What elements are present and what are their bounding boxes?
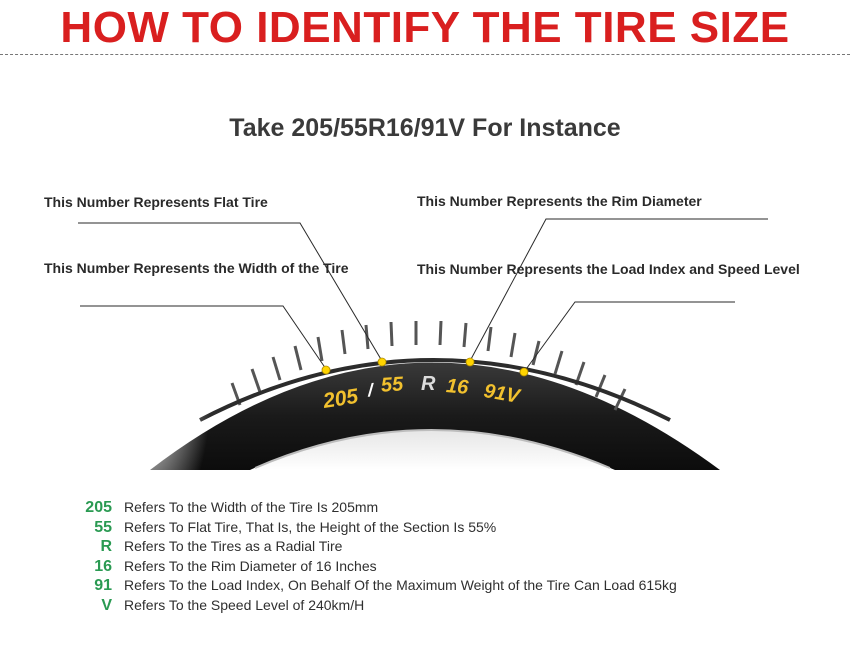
legend-code: 205 — [85, 499, 112, 516]
tire-tread — [230, 320, 627, 411]
callout-rim-diameter: This Number Represents the Rim Diameter — [417, 193, 702, 209]
legend-code: R — [100, 538, 112, 555]
legend-code: V — [101, 596, 112, 614]
legend-text: Refers To the Load Index, On Behalf Of t… — [124, 577, 677, 593]
marking-rim: 16 — [445, 375, 470, 399]
leader-rim — [469, 218, 768, 362]
legend-text: Refers To Flat Tire, That Is, the Height… — [124, 518, 497, 535]
legend-text: Refers To the Speed Level of 240km/H — [124, 596, 365, 613]
marker-width — [321, 365, 331, 375]
page-title: HOW TO IDENTIFY THE TIRE SIZE — [60, 3, 790, 52]
leader-width — [80, 305, 327, 370]
legend-code: 55 — [94, 518, 112, 536]
marking-aspect: 55 — [380, 373, 405, 397]
marking-width: 205 — [321, 385, 361, 413]
subtitle: Take 205/55R16/91V For Instance — [229, 114, 621, 142]
callout-load-speed: This Number Represents the Load Index an… — [417, 261, 800, 277]
marker-aspect — [377, 357, 387, 367]
callout-flat-tire: This Number Represents Flat Tire — [44, 194, 268, 210]
marker-load-speed — [519, 367, 529, 377]
legend-text: Refers To the Rim Diameter of 16 Inches — [124, 557, 377, 574]
legend-code: 16 — [94, 557, 112, 575]
legend-code: 91 — [94, 577, 112, 594]
title-divider — [0, 54, 850, 55]
leader-load — [523, 301, 735, 373]
tire-body — [150, 362, 720, 470]
leader-flat-tire — [78, 222, 383, 362]
marking-slash: / — [366, 380, 376, 401]
marker-rim — [465, 357, 475, 367]
legend-text: Refers To the Width of the Tire Is 205mm — [124, 499, 379, 515]
marking-construction: R — [421, 373, 436, 395]
legend-text: Refers To the Tires as a Radial Tire — [124, 538, 343, 554]
callout-width: This Number Represents the Width of the … — [44, 260, 349, 276]
